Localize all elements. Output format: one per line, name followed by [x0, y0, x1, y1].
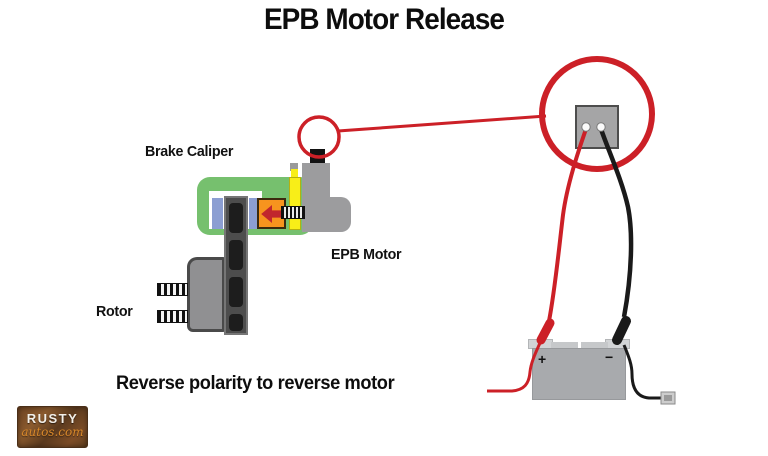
spindle-nub — [291, 169, 298, 179]
battery-negative-symbol: − — [605, 349, 614, 365]
rusty-autos-logo: RUSTY autos.com — [17, 406, 88, 448]
wheel-hub — [187, 257, 225, 332]
rotor-vent — [229, 277, 243, 307]
piston-spindle — [289, 177, 301, 230]
label-epb-motor: EPB Motor — [331, 246, 402, 263]
connector-pin-left — [581, 122, 591, 132]
rotor-disc — [224, 196, 248, 335]
battery-positive-symbol: + — [538, 351, 547, 367]
wheel-stud — [157, 283, 188, 296]
brake-pad-left — [212, 198, 223, 229]
epb-motor-housing — [302, 197, 351, 232]
logo-domain: autos.com — [21, 425, 84, 440]
clamp-negative — [612, 316, 631, 345]
wire-end-connector-detail — [664, 395, 672, 401]
magnifier-circle-large — [539, 56, 655, 172]
label-rotor: Rotor — [96, 303, 133, 320]
battery-wire-black — [622, 344, 661, 400]
wheel-stud — [157, 310, 188, 323]
rotor-vent — [229, 203, 243, 233]
page-title: EPB Motor Release — [263, 3, 505, 36]
wire-red — [547, 128, 588, 322]
reverse-direction-arrow-icon — [260, 204, 283, 223]
logo-name: RUSTY — [26, 411, 79, 426]
motor-connector-plug — [310, 149, 325, 163]
battery-cell-cap — [551, 342, 578, 349]
battery-cell-cap — [581, 342, 608, 349]
clamp-positive — [536, 318, 555, 345]
wire-black — [598, 128, 634, 318]
connector-detail-square — [575, 105, 619, 149]
rotor-vent — [229, 240, 243, 270]
spindle-threads — [281, 206, 305, 219]
brake-pad-right — [249, 198, 260, 229]
label-brake-caliper: Brake Caliper — [145, 143, 234, 160]
caption-reverse-polarity: Reverse polarity to reverse motor — [116, 373, 395, 394]
wire-end-connector — [660, 391, 676, 405]
connector-pin-right — [596, 122, 606, 132]
magnifier-leader-line — [337, 114, 547, 133]
spindle-tip — [290, 163, 298, 171]
rotor-vent — [229, 314, 243, 331]
